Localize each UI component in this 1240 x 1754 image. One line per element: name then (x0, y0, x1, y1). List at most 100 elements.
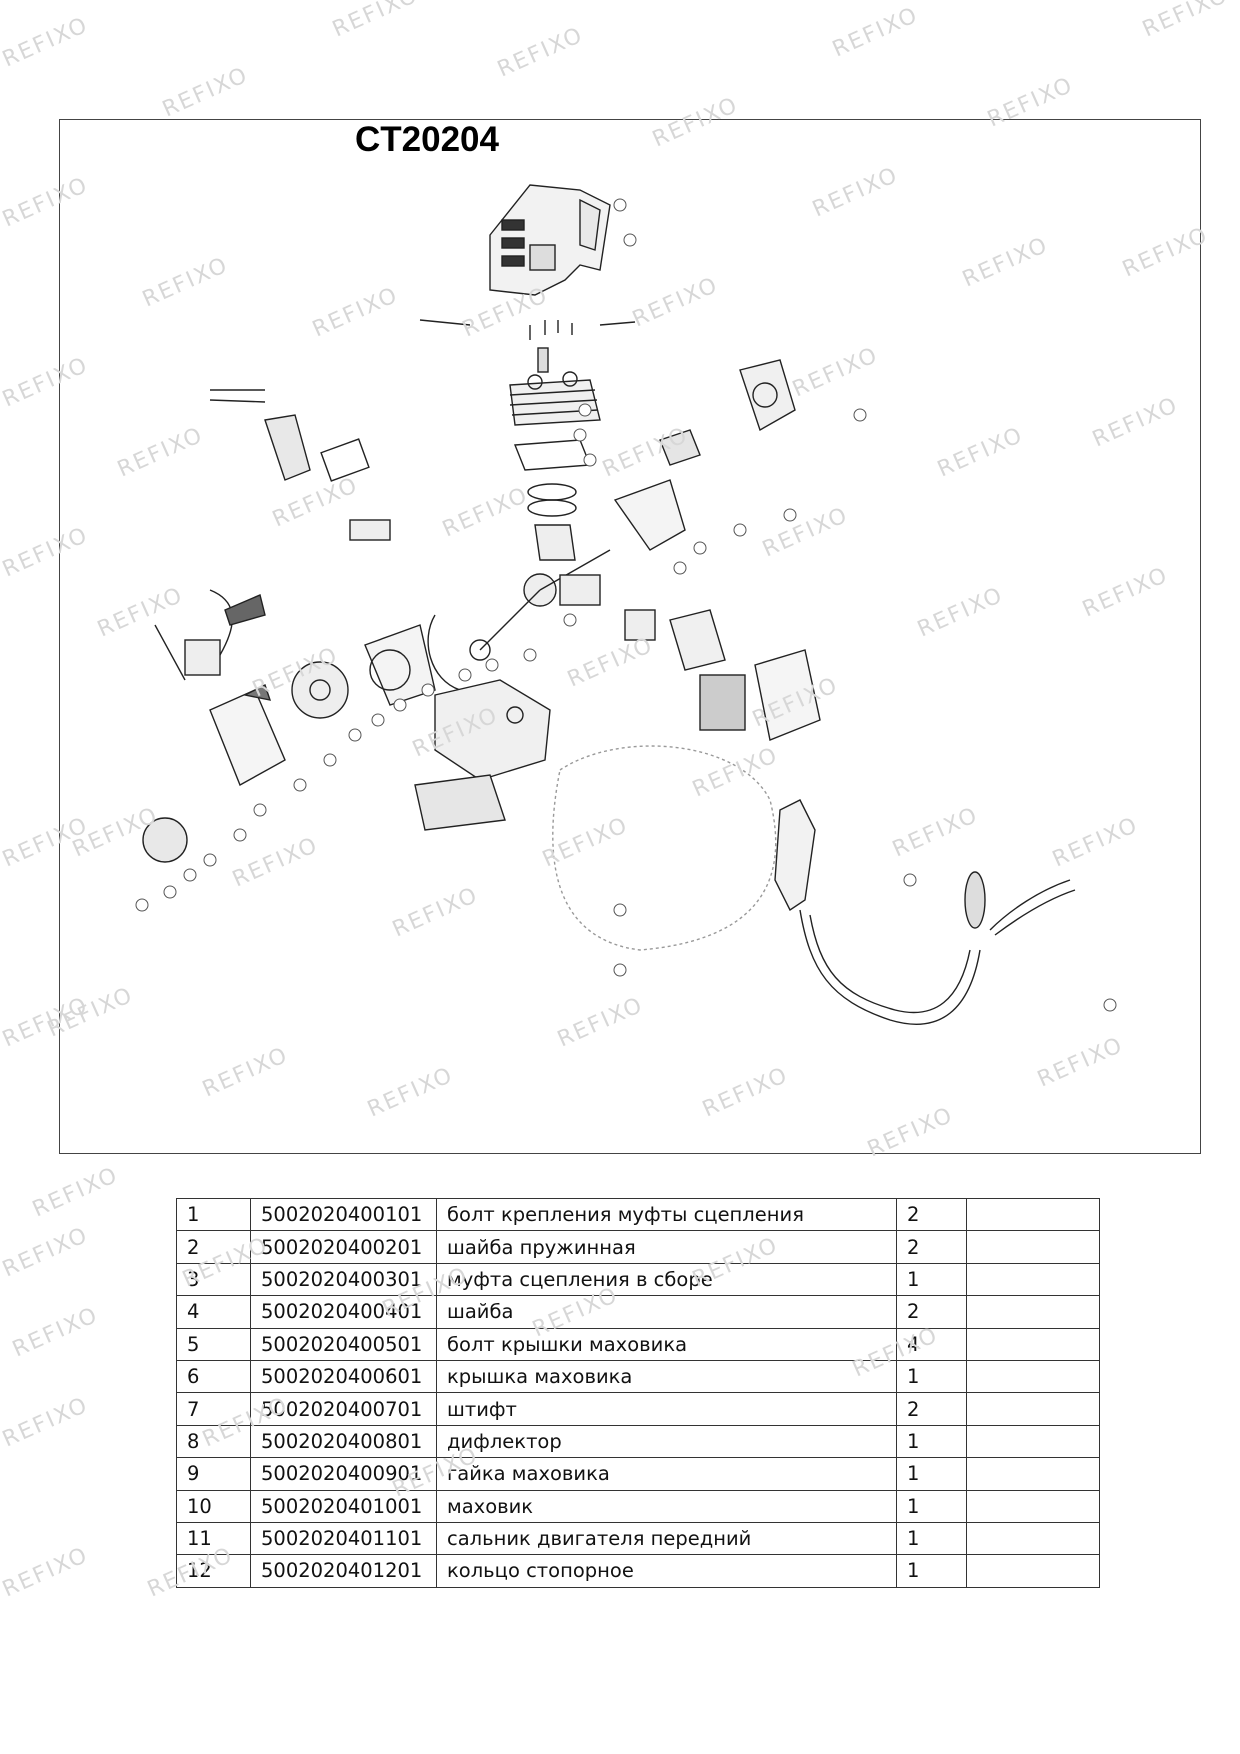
watermark-text: REFIXO (28, 1162, 123, 1223)
part-qty-cell: 2 (896, 1197, 967, 1232)
part-note-cell (966, 1489, 1100, 1523)
muffler-part (209, 389, 391, 541)
part-name-cell: шайба (436, 1295, 897, 1329)
part-qty-cell: 1 (896, 1521, 967, 1556)
part-code-cell: 5002020401201 (250, 1554, 437, 1588)
part-code-cell: 5002020400701 (250, 1392, 437, 1426)
watermark-text: REFIXO (0, 12, 93, 73)
part-code-cell: 5002020400601 (250, 1359, 437, 1394)
part-code-cell: 5002020401001 (250, 1489, 437, 1523)
watermark-text: REFIXO (8, 1302, 103, 1363)
part-code-cell: 5002020400501 (250, 1327, 437, 1361)
part-note-cell (966, 1230, 1100, 1264)
part-number-cell: 9 (176, 1457, 251, 1491)
part-note-cell (966, 1262, 1100, 1297)
part-number-cell: 7 (176, 1392, 251, 1426)
watermark-text: REFIXO (328, 0, 423, 43)
part-name-cell: кольцо стопорное (436, 1554, 897, 1588)
part-number-cell: 8 (176, 1424, 251, 1459)
part-code-cell: 5002020400901 (250, 1457, 437, 1491)
part-number-cell: 11 (176, 1521, 251, 1556)
flywheel-assembly (142, 661, 349, 863)
handle-and-shaft (774, 799, 1076, 1025)
part-name-cell: болт крышки маховика (436, 1327, 897, 1361)
part-note-cell (966, 1424, 1100, 1459)
part-qty-cell: 2 (896, 1392, 967, 1426)
part-name-cell: дифлектор (436, 1424, 897, 1459)
part-qty-cell: 1 (896, 1489, 967, 1523)
part-note-cell (966, 1359, 1100, 1394)
part-number-cell: 12 (176, 1554, 251, 1588)
part-qty-cell: 1 (896, 1424, 967, 1459)
part-qty-cell: 1 (896, 1359, 967, 1394)
part-code-cell: 5002020400101 (250, 1197, 437, 1232)
part-name-cell: маховик (436, 1489, 897, 1523)
part-code-cell: 5002020400201 (250, 1230, 437, 1264)
ignition-coil-part (154, 589, 266, 681)
part-name-cell: сальник двигателя передний (436, 1521, 897, 1556)
part-number-cell: 10 (176, 1489, 251, 1523)
exploded-parts-diagram (135, 184, 1117, 1025)
part-name-cell: гайка маховика (436, 1457, 897, 1491)
part-note-cell (966, 1295, 1100, 1329)
part-qty-cell: 2 (896, 1230, 967, 1264)
part-note-cell (966, 1392, 1100, 1426)
part-number-cell: 4 (176, 1295, 251, 1329)
crankcase-assembly (364, 479, 686, 706)
part-note-cell (966, 1521, 1100, 1556)
part-number-cell: 3 (176, 1262, 251, 1297)
part-note-cell (966, 1197, 1100, 1232)
part-code-cell: 5002020400401 (250, 1295, 437, 1329)
engine-cover-part (489, 184, 611, 296)
part-number-cell: 2 (176, 1230, 251, 1264)
part-qty-cell: 4 (896, 1327, 967, 1361)
part-note-cell (966, 1554, 1100, 1588)
part-note-cell (966, 1457, 1100, 1491)
part-name-cell: крышка маховика (436, 1359, 897, 1394)
watermark-text: REFIXO (0, 1542, 93, 1603)
part-qty-cell: 2 (896, 1295, 967, 1329)
part-code-cell: 5002020400801 (250, 1424, 437, 1459)
part-name-cell: болт крепления муфты сцепления (436, 1197, 897, 1232)
part-code-cell: 5002020400301 (250, 1262, 437, 1297)
cylinder-assembly (509, 347, 601, 561)
part-qty-cell: 1 (896, 1262, 967, 1297)
exploded-diagram-frame (59, 119, 1201, 1154)
callout-markers (135, 198, 1117, 1012)
carburetor-and-filter (559, 574, 821, 741)
part-code-cell: 5002020401101 (250, 1521, 437, 1556)
watermark-text: REFIXO (0, 1392, 93, 1453)
part-name-cell: шайба пружинная (436, 1230, 897, 1264)
recoil-starter-part (659, 359, 796, 466)
optional-parts-outline (552, 745, 777, 951)
screws-row (419, 319, 636, 340)
part-qty-cell: 1 (896, 1457, 967, 1491)
fuel-tank-part (414, 679, 551, 831)
part-number-cell: 6 (176, 1359, 251, 1394)
model-title: CT20204 (355, 120, 499, 159)
part-note-cell (966, 1327, 1100, 1361)
part-number-cell: 1 (176, 1197, 251, 1232)
part-qty-cell: 1 (896, 1554, 967, 1588)
watermark-text: REFIXO (0, 1222, 93, 1283)
part-number-cell: 5 (176, 1327, 251, 1361)
watermark-text: REFIXO (828, 2, 923, 63)
watermark-text: REFIXO (158, 62, 253, 123)
part-name-cell: штифт (436, 1392, 897, 1426)
part-name-cell: муфта сцепления в сборе (436, 1262, 897, 1297)
watermark-text: REFIXO (1138, 0, 1233, 43)
watermark-text: REFIXO (493, 22, 588, 83)
